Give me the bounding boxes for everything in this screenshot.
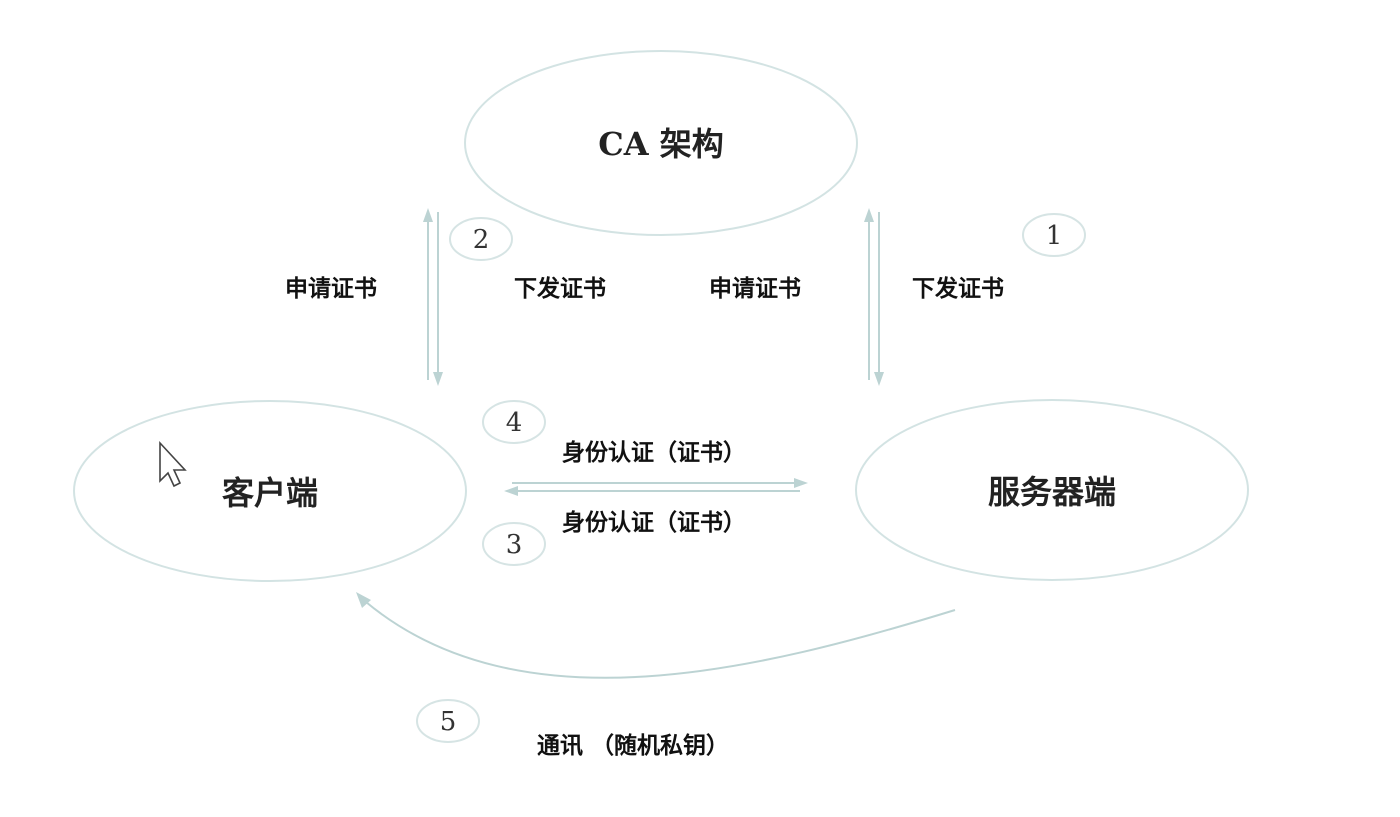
step-number-5: 5 — [440, 707, 457, 737]
client-issue-label: 下发证书 — [514, 275, 606, 302]
step-badge-1: 1 — [1022, 213, 1086, 257]
auth-arrows — [504, 478, 808, 496]
server-request-label: 申请证书 — [709, 275, 801, 302]
step-badge-4: 4 — [482, 400, 546, 444]
client-node-ellipse — [73, 400, 467, 582]
auth-to-client-arrow-head — [504, 486, 518, 496]
client-ca-arrows — [423, 208, 443, 386]
client-request-label: 申请证书 — [285, 275, 377, 302]
server-node: 服务器端 — [855, 399, 1249, 581]
step-number-3: 3 — [506, 530, 523, 560]
client-node: 客户端 — [73, 400, 467, 582]
step-number-4: 4 — [506, 408, 523, 438]
client-issue-arrow-head — [433, 372, 443, 386]
server-request-arrow-head — [864, 208, 874, 222]
communication-arrow — [356, 592, 956, 679]
communication-label: 通讯 （随机私钥） — [537, 732, 729, 759]
ca-node: CA 架构 — [464, 50, 858, 236]
server-issue-arrow-head — [874, 372, 884, 386]
step-number-2: 2 — [473, 225, 490, 255]
server-node-label: 服务器端 — [988, 473, 1116, 511]
ca-node-ellipse — [464, 50, 858, 236]
server-node-ellipse — [855, 399, 1249, 581]
step-number-1: 1 — [1046, 221, 1063, 251]
mouse-cursor-icon — [159, 440, 187, 488]
auth-top-label: 身份认证（证书） — [562, 439, 746, 466]
step-badge-5: 5 — [416, 699, 480, 743]
communication-arrow-head — [356, 592, 371, 608]
client-request-arrow-head — [423, 208, 433, 222]
server-issue-label: 下发证书 — [912, 275, 1004, 302]
step-badge-3: 3 — [482, 522, 546, 566]
server-ca-arrows — [864, 208, 884, 386]
client-node-label: 客户端 — [222, 474, 318, 512]
auth-bottom-label: 身份认证（证书） — [562, 509, 746, 536]
step-badge-2: 2 — [449, 217, 513, 261]
communication-arrow-line — [365, 601, 956, 679]
auth-to-server-arrow-head — [794, 478, 808, 488]
ca-node-label: CA 架构 — [598, 125, 723, 163]
